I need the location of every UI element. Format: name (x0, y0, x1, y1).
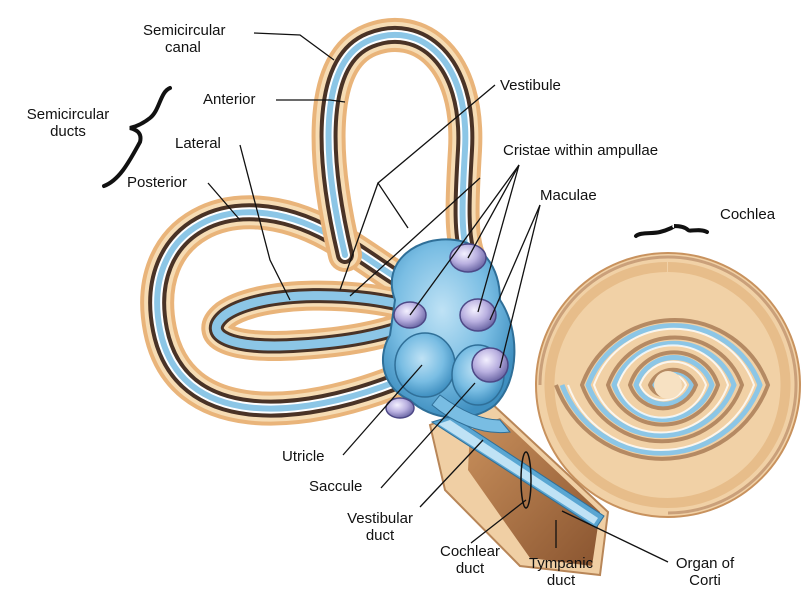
anterior-canal (329, 35, 470, 260)
label-cristae-within-ampullae: Cristae within ampullae (503, 142, 658, 159)
leader-semicircular-canal (254, 33, 334, 60)
label-cochlear-duct-line1: Cochlear (425, 543, 515, 560)
label-organ-of-corti-line1: Organ of (665, 555, 745, 572)
label-maculae: Maculae (540, 187, 597, 204)
label-semicircular-ducts-line1: Semicircular (8, 106, 128, 123)
label-semicircular-canal-line1: Semicircular (143, 22, 226, 39)
label-vestibular-duct: Vestibular duct (330, 510, 430, 544)
label-lateral: Lateral (175, 135, 221, 152)
label-semicircular-ducts: Semicircular ducts (8, 106, 128, 140)
label-cochlea: Cochlea (720, 206, 775, 223)
label-cochlear-duct-line2: duct (425, 560, 515, 577)
label-tympanic-duct: Tympanic duct (516, 555, 606, 589)
leader-maculae-2 (500, 205, 540, 368)
label-saccule: Saccule (309, 478, 362, 495)
cochlea-spiral (536, 253, 800, 517)
label-tympanic-duct-line1: Tympanic (516, 555, 606, 572)
label-organ-of-corti-line2: Corti (665, 572, 745, 589)
label-vestibular-duct-line2: duct (330, 527, 430, 544)
label-semicircular-canal: Semicircular canal (143, 22, 226, 56)
leader-maculae-1 (490, 205, 540, 320)
label-vestibule: Vestibule (500, 77, 561, 94)
label-tympanic-duct-line2: duct (516, 572, 606, 589)
label-organ-of-corti: Organ of Corti (665, 555, 745, 589)
label-anterior: Anterior (203, 91, 256, 108)
label-utricle: Utricle (282, 448, 325, 465)
label-vestibular-duct-line1: Vestibular (330, 510, 430, 527)
label-cochlear-duct: Cochlear duct (425, 543, 515, 577)
cochlea-brace (636, 226, 707, 236)
label-semicircular-ducts-line2: ducts (8, 123, 128, 140)
label-semicircular-canal-line2: canal (143, 39, 226, 56)
label-posterior: Posterior (127, 174, 187, 191)
